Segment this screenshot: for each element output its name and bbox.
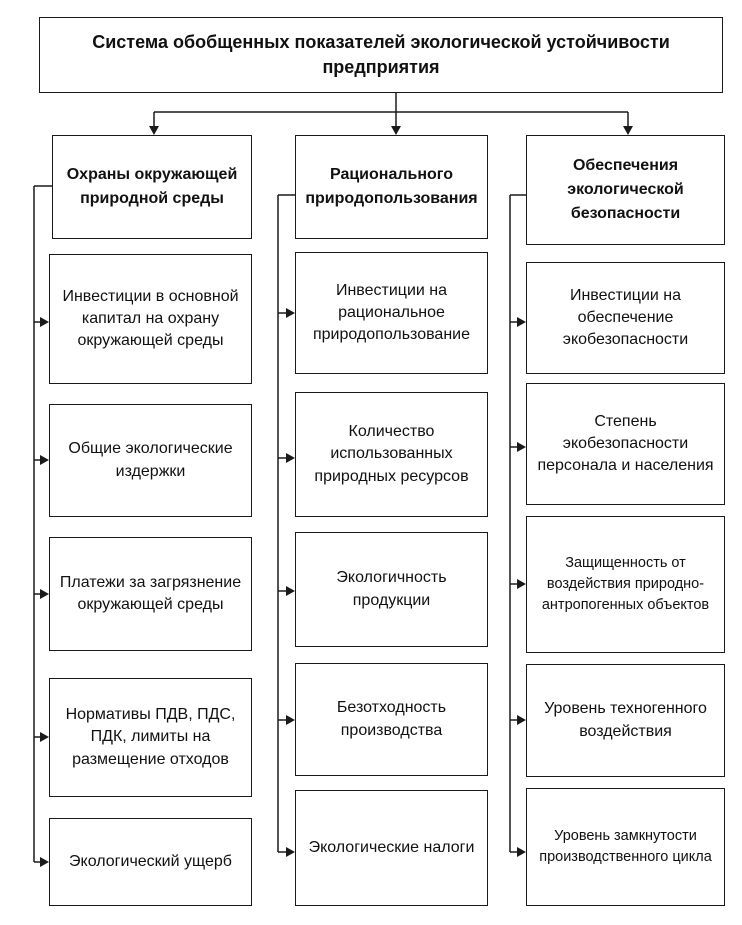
column-2-item-2: Количество использованных природных ресу… <box>295 392 488 517</box>
column-1-item-1-text: Инвестиции в основной капитал на охрану … <box>62 287 239 350</box>
column-3-item-3-arrow <box>517 579 526 589</box>
column-3-item-1-arrow <box>517 317 526 327</box>
column-2-item-4-text: Безотходность производства <box>336 699 447 739</box>
column-2-item-3-arrow <box>286 586 295 596</box>
column-2-header-text: Рационального природопользования <box>305 166 478 207</box>
column-2-item-2-text: Количество использованных природных ресу… <box>314 423 469 485</box>
column-3-item-3-text: Защищенность от воздействия природно-ант… <box>541 554 710 613</box>
column-3-item-1: Инвестиции на обеспечение экобезопасност… <box>526 262 725 374</box>
column-1-item-4-arrow <box>40 732 49 742</box>
column-1-header-arrow <box>149 126 159 135</box>
column-1-header: Охраны окружающей природной среды <box>52 135 252 239</box>
column-2-item-5-text: Экологические налоги <box>308 838 475 856</box>
column-1-header-text: Охраны окружающей природной среды <box>66 166 238 207</box>
column-3-item-5: Уровень замкнутости производственного ци… <box>526 788 725 906</box>
column-1-item-3: Платежи за загрязнение окружающей среды <box>49 537 252 651</box>
column-3-item-4: Уровень техногенного воздействия <box>526 664 725 777</box>
column-3-item-4-arrow <box>517 715 526 725</box>
column-3-item-4-text: Уровень техногенного воздействия <box>544 700 707 740</box>
column-1-item-2: Общие экологические издержки <box>49 404 252 517</box>
column-1-item-3-arrow <box>40 589 49 599</box>
column-3-item-2-arrow <box>517 442 526 452</box>
column-2-item-2-arrow <box>286 453 295 463</box>
diagram-title: Система обобщенных показателей экологиче… <box>92 31 670 77</box>
column-2-item-5-arrow <box>286 847 295 857</box>
column-1-item-4-text: Нормативы ПДВ, ПДС, ПДК, лимиты на разме… <box>65 706 236 768</box>
column-3-header: Обеспечения экологической безопасности <box>526 135 725 245</box>
column-3-item-5-text: Уровень замкнутости производственного ци… <box>539 827 712 865</box>
column-1-item-4: Нормативы ПДВ, ПДС, ПДК, лимиты на разме… <box>49 678 252 797</box>
column-1-item-1: Инвестиции в основной капитал на охрану … <box>49 254 252 384</box>
column-1-item-5: Экологический ущерб <box>49 818 252 906</box>
column-1-item-3-text: Платежи за загрязнение окружающей среды <box>59 573 242 613</box>
column-2-header: Рационального природопользования <box>295 135 488 239</box>
column-1-item-1-arrow <box>40 317 49 327</box>
column-3-header-arrow <box>623 126 633 135</box>
column-3-item-3: Защищенность от воздействия природно-ант… <box>526 516 725 653</box>
diagram-title-box: Система обобщенных показателей экологиче… <box>39 17 723 93</box>
column-2-item-3: Экологичность продукции <box>295 532 488 647</box>
column-1-item-2-arrow <box>40 455 49 465</box>
column-3-header-text: Обеспечения экологической безопасности <box>567 157 684 222</box>
column-3-item-1-text: Инвестиции на обеспечение экобезопасност… <box>562 286 689 349</box>
column-1-item-5-arrow <box>40 857 49 867</box>
column-2-item-4: Безотходность производства <box>295 663 488 776</box>
column-2-item-1-text: Инвестиции на рациональное природопользо… <box>312 281 470 344</box>
column-1-item-5-text: Экологический ущерб <box>69 852 232 870</box>
column-1-item-2-text: Общие экологические издержки <box>68 440 233 480</box>
column-3-item-2-text: Степень экобезопасности персонала и насе… <box>537 412 714 475</box>
column-3-item-5-arrow <box>517 847 526 857</box>
column-2-item-3-text: Экологичность продукции <box>336 569 447 609</box>
column-2-item-1-arrow <box>286 308 295 318</box>
column-3-item-2: Степень экобезопасности персонала и насе… <box>526 383 725 505</box>
column-2-header-arrow <box>391 126 401 135</box>
column-2-item-4-arrow <box>286 715 295 725</box>
column-2-item-5: Экологические налоги <box>295 790 488 906</box>
column-2-item-1: Инвестиции на рациональное природопользо… <box>295 252 488 374</box>
